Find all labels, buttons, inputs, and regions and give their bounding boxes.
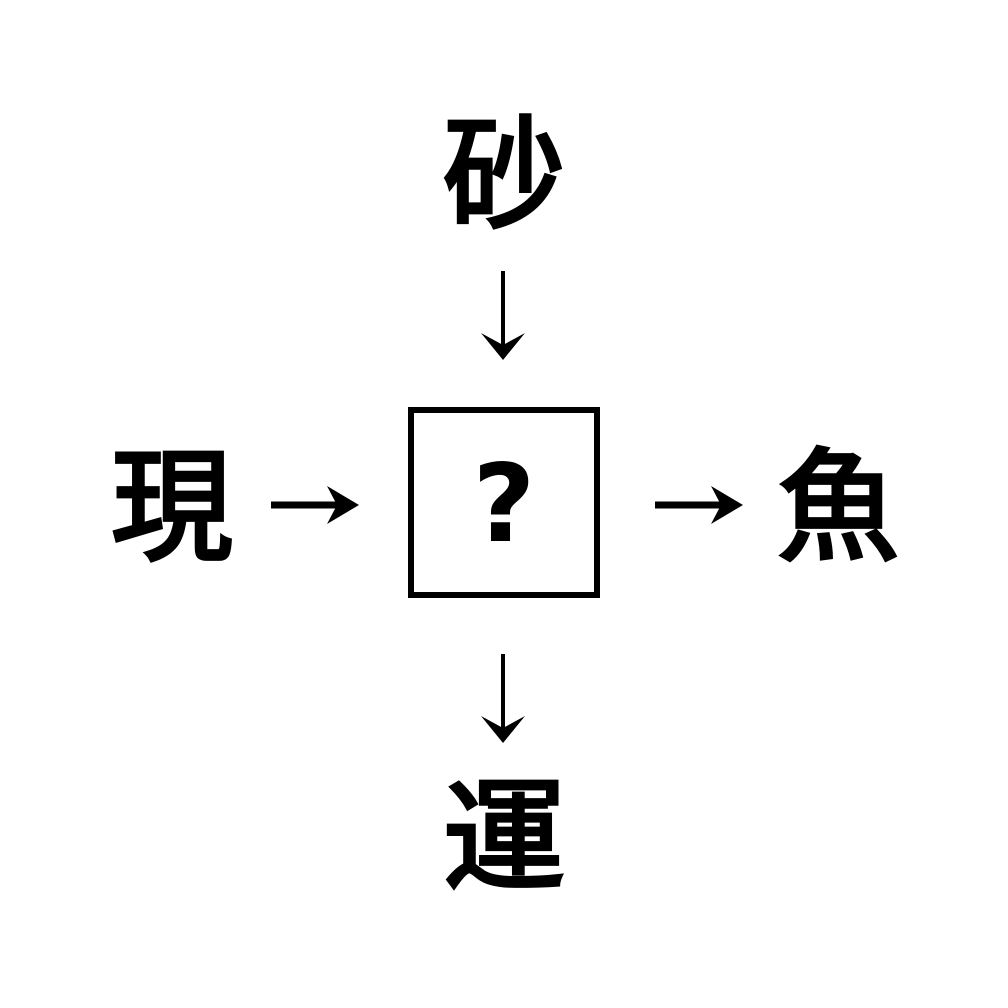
kanji-left: 現 [111, 437, 233, 579]
kanji-top: 砂 [443, 105, 565, 247]
kanji-bottom: 運 [443, 767, 565, 909]
arrow-down-bottom-icon [481, 654, 525, 743]
arrow-right-right-icon [655, 486, 743, 524]
unknown-question-mark: ? [472, 441, 536, 567]
arrow-down-top-icon [481, 271, 525, 360]
kanji-right: 魚 [777, 437, 899, 579]
arrow-right-left-icon [271, 486, 359, 524]
center-answer-box[interactable]: ? [408, 407, 600, 598]
